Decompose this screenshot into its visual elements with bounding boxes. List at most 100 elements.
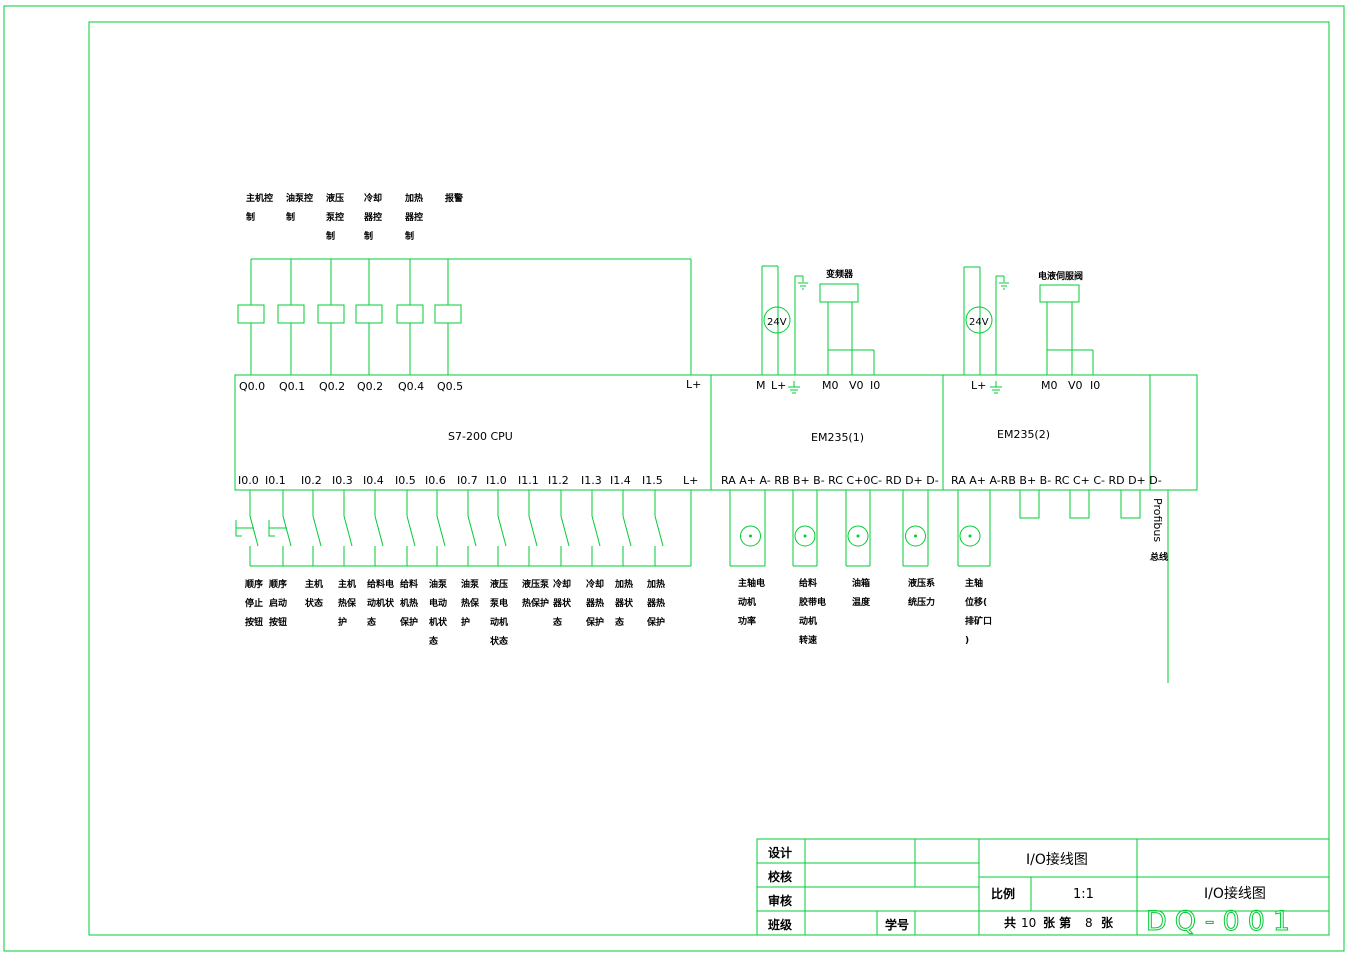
relay-coil-icon bbox=[355, 304, 383, 324]
switch-contact-icon bbox=[312, 515, 322, 547]
input-lplus: L+ bbox=[683, 474, 698, 487]
input-description: 给料电动机状态 bbox=[367, 578, 395, 628]
sheets-total: 10 bbox=[1021, 916, 1036, 930]
input-description: 顺序停止按钮 bbox=[245, 578, 263, 628]
em1-top-terminal: I0 bbox=[870, 379, 880, 392]
input-terminal-label: I1.2 bbox=[548, 474, 569, 487]
output-terminal-label: Q0.1 bbox=[279, 380, 305, 393]
relay-coil-icon bbox=[434, 304, 462, 324]
analog-sensor-icon bbox=[794, 525, 816, 547]
review-label: 审核 bbox=[768, 893, 792, 908]
em2-device-label: 电液伺服阀 bbox=[1038, 270, 1083, 282]
switch-contact-icon bbox=[622, 515, 632, 547]
em2-supply-label: 24V bbox=[969, 317, 989, 328]
analog-sensor-icon bbox=[905, 525, 926, 547]
drawing-name-2: I/O接线图 bbox=[1204, 885, 1266, 902]
outer-border bbox=[3, 5, 1345, 952]
inner-border bbox=[88, 21, 1330, 936]
em2-label: EM235(2) bbox=[997, 428, 1050, 441]
em1-top-terminal: M bbox=[756, 379, 766, 392]
drawing-number: DQ-001 bbox=[1146, 906, 1298, 937]
em1-device-label: 变频器 bbox=[826, 268, 854, 280]
output-description: 加热器控制 bbox=[404, 192, 423, 242]
input-terminal-label: I0.0 bbox=[238, 474, 259, 487]
input-terminal-label: I0.1 bbox=[265, 474, 286, 487]
relay-coil-icon bbox=[396, 304, 424, 324]
input-terminal-label: I1.5 bbox=[642, 474, 663, 487]
input-description: 主机状态 bbox=[305, 578, 323, 609]
input-description: 给料机热保护 bbox=[399, 578, 418, 628]
em1-supply-label: 24V bbox=[767, 317, 787, 328]
sheets-prefix: 共 bbox=[1004, 915, 1016, 930]
output-terminal-label: Q0.2 bbox=[357, 380, 383, 393]
em2-top-terminal: L+ bbox=[971, 379, 986, 392]
relay-coil-icon bbox=[317, 304, 345, 324]
em1-sensor-description: 液压系统压力 bbox=[908, 577, 935, 608]
design-label: 设计 bbox=[768, 845, 792, 860]
switch-contact-icon bbox=[497, 515, 507, 547]
analog-sensor-icon bbox=[740, 525, 761, 547]
input-terminal-label: I0.5 bbox=[395, 474, 416, 487]
sheets-suffix: 张 bbox=[1101, 915, 1114, 930]
cpu-label: S7-200 CPU bbox=[448, 430, 513, 443]
em1-top-terminal: V0 bbox=[849, 379, 864, 392]
em2-24v-supply bbox=[965, 306, 993, 334]
profibus-section: Profibus 总线 bbox=[1150, 490, 1169, 683]
input-terminal-label: I1.1 bbox=[518, 474, 539, 487]
class-label: 班级 bbox=[768, 917, 792, 932]
inverter-box bbox=[819, 283, 859, 303]
analog-sensor-icon bbox=[847, 525, 869, 547]
switch-contact-icon bbox=[343, 515, 353, 547]
switch-contact-icon bbox=[560, 515, 570, 547]
input-terminal-label: I1.4 bbox=[610, 474, 631, 487]
em2-top-terminal: V0 bbox=[1068, 379, 1083, 392]
input-description: 加热器状态 bbox=[614, 578, 634, 628]
profibus-cn-label: 总线 bbox=[1150, 551, 1168, 563]
scale-label: 比例 bbox=[991, 886, 1015, 901]
input-terminal-label: I0.3 bbox=[332, 474, 353, 487]
output-description: 液压泵控制 bbox=[326, 192, 344, 242]
em2-sensor-description: 主轴位移(排矿口) bbox=[965, 577, 992, 646]
output-description: 冷却器控制 bbox=[363, 192, 382, 242]
input-terminal-label: I0.7 bbox=[457, 474, 478, 487]
profibus-label: Profibus bbox=[1151, 498, 1164, 542]
input-terminal-label: I0.6 bbox=[425, 474, 446, 487]
output-description: 主机控制 bbox=[246, 192, 273, 223]
input-description: 液压泵热保护 bbox=[522, 578, 550, 609]
input-description: 加热器热保护 bbox=[646, 578, 665, 628]
output-description: 报警 bbox=[445, 192, 463, 204]
relay-coil-icon bbox=[237, 304, 265, 324]
sheets-mid: 张 第 bbox=[1043, 915, 1071, 930]
input-description: 冷却器状态 bbox=[552, 578, 572, 628]
push-button-icon bbox=[249, 515, 259, 547]
switch-contact-icon bbox=[374, 515, 384, 547]
input-description: 主机热保护 bbox=[338, 578, 357, 628]
output-terminal-label: Q0.4 bbox=[398, 380, 424, 393]
em2-top-terminal: M0 bbox=[1041, 379, 1058, 392]
input-description: 冷却器热保护 bbox=[585, 578, 604, 628]
title-block: 设计 校核 审核 班级 学号 I/O接线图 比例 1:1 I/O接线图 共 10… bbox=[756, 838, 1330, 938]
em1-sensor-description: 给料胶带电动机转速 bbox=[799, 577, 826, 646]
output-terminal-label: Q0.2 bbox=[319, 380, 345, 393]
input-description: 油泵电动机状态 bbox=[429, 578, 448, 647]
input-terminal-label: I1.0 bbox=[486, 474, 507, 487]
relay-coil-icon bbox=[277, 304, 305, 324]
output-terminal-label: Q0.0 bbox=[239, 380, 265, 393]
em1-bottom-terminals: RA A+ A- RB B+ B- RC C+0C- RD D+ D- bbox=[721, 474, 939, 487]
switch-contact-icon bbox=[654, 515, 664, 547]
switch-contact-icon bbox=[591, 515, 601, 547]
plc-module-box bbox=[234, 374, 1198, 491]
em1-top-terminal: L+ bbox=[771, 379, 786, 392]
em1-top-terminal: M0 bbox=[822, 379, 839, 392]
em2-bottom-terminals: RA A+ A-RB B+ B- RC C+ C- RD D+ D- bbox=[951, 474, 1162, 487]
input-description: 顺序启动按钮 bbox=[269, 578, 287, 628]
em1-sensor-description: 油箱温度 bbox=[852, 577, 871, 608]
switch-contact-icon bbox=[467, 515, 477, 547]
servo-valve-box bbox=[1039, 284, 1080, 303]
